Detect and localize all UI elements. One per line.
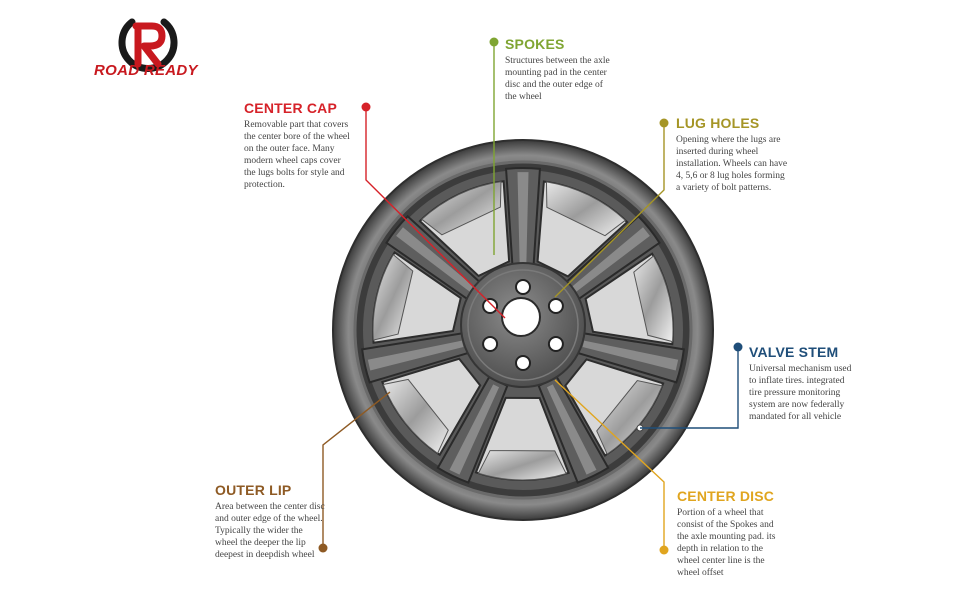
valve-stem-point — [636, 424, 644, 432]
lug-hole — [547, 336, 564, 352]
label-center-disc: CENTER DISC Portion of a wheel that cons… — [677, 488, 787, 579]
label-valve-stem-desc: Universal mechanism used to inflate tire… — [749, 364, 852, 422]
lug-hole — [515, 279, 531, 295]
label-outer-lip-desc: Area between the center disc and outer e… — [215, 502, 325, 560]
lug-hole — [515, 355, 531, 371]
label-lug-holes-title: LUG HOLES — [676, 115, 760, 131]
label-center-disc-desc: Portion of a wheel that consist of the S… — [677, 508, 776, 578]
label-spokes: SPOKES Structures between the axle mount… — [505, 36, 615, 103]
spoke-highlight — [517, 172, 529, 269]
label-lug-holes: LUG HOLES Opening where the lugs are ins… — [676, 115, 788, 194]
lug-hole — [547, 298, 564, 314]
label-valve-stem: VALVE STEM Universal mechanism used to i… — [749, 344, 857, 423]
label-center-cap-desc: Removable part that covers the center bo… — [244, 120, 350, 190]
label-outer-lip: OUTER LIP Area between the center disc a… — [215, 482, 325, 561]
center-bore — [501, 297, 541, 337]
label-center-cap: CENTER CAP Removable part that covers th… — [244, 100, 352, 191]
chrome-insert — [382, 378, 449, 455]
label-outer-lip-title: OUTER LIP — [215, 482, 292, 498]
label-valve-stem-title: VALVE STEM — [749, 344, 839, 360]
label-center-cap-title: CENTER CAP — [244, 100, 338, 116]
label-spokes-title: SPOKES — [505, 36, 565, 52]
hub-ring — [467, 269, 579, 381]
road-ready-logo-icon — [118, 18, 178, 72]
label-spokes-desc: Structures between the axle mounting pad… — [505, 56, 610, 102]
spoke-highlight — [367, 340, 464, 371]
label-center-disc-title: CENTER DISC — [677, 488, 775, 504]
brand-name: ROAD READY — [94, 62, 198, 79]
chrome-insert — [477, 450, 567, 481]
lug-hole — [482, 298, 499, 314]
label-lug-holes-desc: Opening where the lugs are inserted duri… — [676, 135, 788, 193]
spoke-highlight — [449, 384, 500, 475]
lug-hole — [482, 336, 499, 352]
